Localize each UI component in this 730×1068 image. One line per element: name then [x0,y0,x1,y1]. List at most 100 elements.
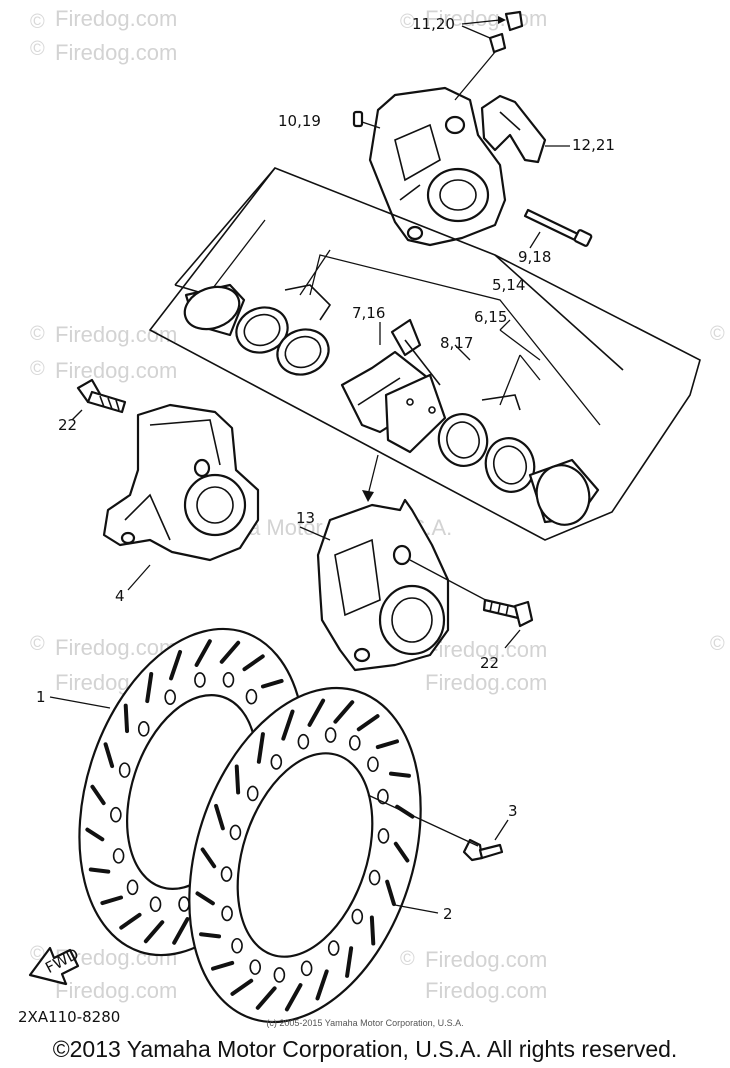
disc-hole [164,689,176,705]
label-4: 4 [115,587,125,605]
disc-slot [385,879,396,907]
label-9-18: 9,18 [518,248,551,266]
disc-slot [194,639,212,667]
watermark-text: Firedog.com [425,947,547,972]
disc-hole [137,721,150,737]
disc-slot [388,771,411,778]
disc-slot [200,847,217,869]
disc-slot [356,714,380,732]
label-1: 1 [36,688,46,706]
disc-hole [368,869,381,886]
label-10-19: 10,19 [278,112,321,130]
disc-slot [199,932,222,939]
label-12-21: 12,21 [572,136,615,154]
disc-hole [300,960,313,977]
disc-slot [284,983,303,1012]
piston-group-left [183,283,332,376]
disc-hole [367,756,379,773]
label-6-15: 6,15 [474,308,507,326]
disc-slot [90,784,106,806]
disc-slot [172,917,190,945]
disc-hole [220,866,233,882]
watermark-text: Firedog.com [425,6,547,31]
disc-hole [222,671,235,688]
svg-text:©: © [710,323,725,345]
disc-slot [281,709,295,741]
disc-hole [229,824,242,841]
caliper-assembly-right [299,498,496,672]
disc-hole [178,896,190,912]
assembly-arrow [362,454,379,502]
caliper-bolt-left [71,378,127,421]
svg-text:©: © [30,323,45,345]
disc-hole [273,967,286,983]
disc-slot [103,742,115,769]
disc-hole [327,940,340,956]
watermark-text: Firedog.com [425,978,547,1003]
label-7-16: 7,16 [352,304,385,322]
disc-slot [85,827,105,842]
disc-hole [246,785,259,802]
svg-text:©: © [400,11,415,33]
disc-slot [333,700,355,724]
svg-text:©: © [30,38,45,60]
disc-hole [348,735,361,751]
disc-slot [219,640,241,664]
disc-slot [375,739,399,750]
disc-slot [214,803,225,831]
label-8-17: 8,17 [440,334,473,352]
caliper-assembly-left [102,403,260,591]
watermark-text: Firedog.com [55,40,177,65]
piston-group-right [437,394,600,526]
watermark-text: Firedog.com [55,6,177,31]
pad-bracket [480,94,547,164]
brake-disc-front [188,686,439,1024]
label-11-20: 11,20 [412,15,455,33]
disc-slot [260,678,284,689]
svg-text:©: © [710,633,725,655]
label-5-14: 5,14 [492,276,525,294]
svg-text:©: © [30,358,45,380]
label-13: 13 [296,509,315,527]
brake-pads [340,318,447,454]
disc-hole [149,896,162,913]
disc-bolt [367,794,509,862]
watermark-text: Firedog.com [55,358,177,383]
disc-slot [143,920,165,944]
label-2: 2 [443,905,453,923]
disc-slot [255,986,277,1010]
disc-slot [88,867,111,874]
disc-hole [221,905,233,922]
copyright-notice: ©2013 Yamaha Motor Corporation, U.S.A. A… [52,1036,678,1062]
disc-slot [169,649,183,681]
disc-slot [369,915,376,946]
disc-hole [112,848,125,864]
disc-slot [307,698,326,727]
disc-slot [100,895,124,906]
watermark-text: Firedog.com [55,978,177,1003]
disc-hole [249,959,262,975]
watermark-layer: © Firedog.com © Firedog.com © Firedog.co… [30,6,725,1003]
watermark-text: Firedog.com [425,637,547,662]
label-22-right: 22 [480,654,499,672]
disc-slot [145,672,154,704]
part-labels: 11,20 10,19 12,21 9,18 5,14 6,15 7,16 8,… [18,15,615,1026]
disc-hole [194,672,206,688]
disc-slot [195,891,215,906]
disc-slot [230,978,254,996]
disc-slot [315,969,329,1001]
svg-text:©: © [30,11,45,33]
disc-hole [270,754,283,770]
kit-frame [148,167,701,541]
disc-hole [324,727,337,743]
disc-slot [211,960,235,971]
watermark-text: Firedog.com [425,670,547,695]
disc-slot [242,654,265,672]
disc-slot [234,764,241,795]
disc-hole [377,828,390,844]
disc-slot [123,703,130,734]
svg-text:©: © [400,948,415,970]
disc-hole [351,908,364,925]
disc-hole [231,937,243,954]
